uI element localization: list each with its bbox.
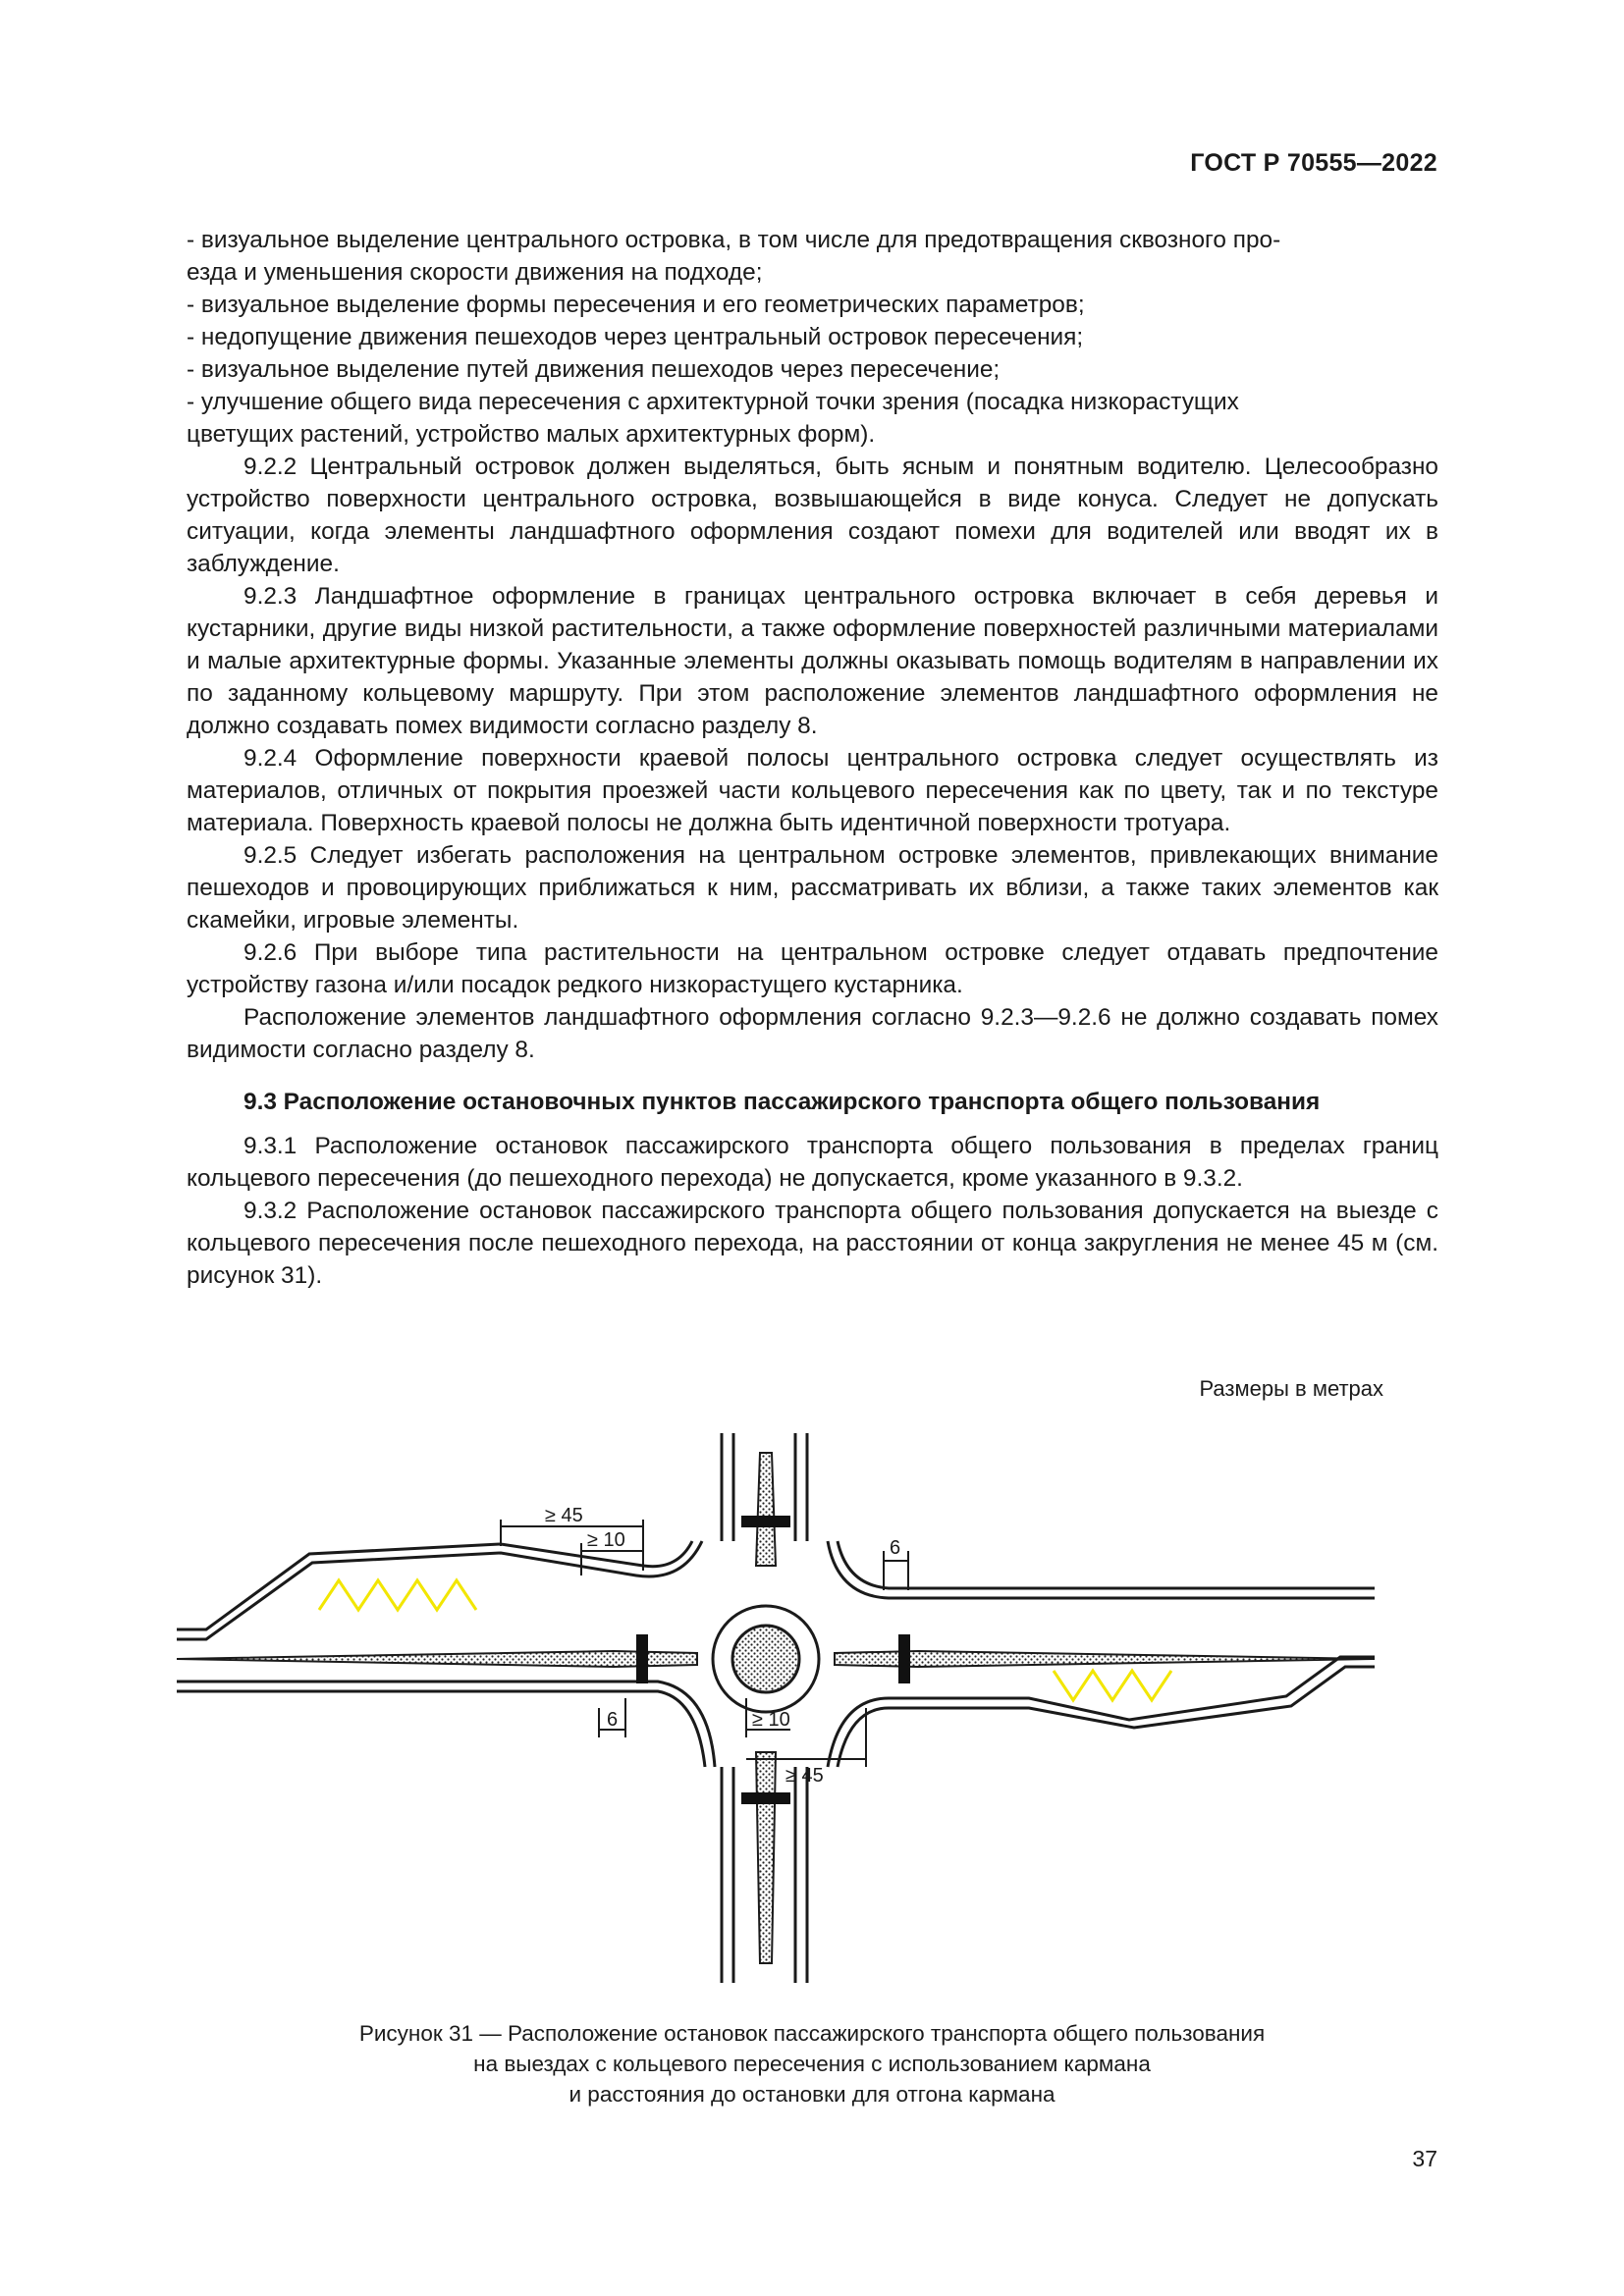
west-median xyxy=(176,1649,698,1669)
caption-line: и расстояния до остановки для отгона кар… xyxy=(568,2082,1056,2107)
east-road-bottom-inner xyxy=(826,1655,1375,1768)
dim-10-top-label: ≥ 10 xyxy=(587,1529,625,1551)
paragraph-9-2-3: 9.2.3 Ландшафтное оформление в границах … xyxy=(187,583,1438,739)
crosswalk-west xyxy=(636,1634,648,1683)
paragraph-9-2-4: 9.2.4 Оформление поверхности краевой пол… xyxy=(187,745,1438,836)
west-road-top-edge xyxy=(177,1540,694,1631)
dim-45-top-label: ≥ 45 xyxy=(545,1505,583,1526)
paragraph-9-2-6: 9.2.6 При выборе типа растительности на … xyxy=(187,939,1438,998)
west-road-top-inner xyxy=(177,1540,704,1641)
paragraph-9-2-5: 9.2.5 Следует избегать расположения на ц… xyxy=(187,842,1438,934)
dim-6-bottom-label: 6 xyxy=(607,1709,618,1731)
document-code-header: ГОСТ Р 70555—2022 xyxy=(1190,149,1437,177)
bus-stop-marking-east xyxy=(1052,1668,1173,1703)
dim-45-bottom-label: ≥ 45 xyxy=(785,1765,824,1787)
paragraph-9-2-2: 9.2.2 Центральный островок должен выделя… xyxy=(187,454,1438,577)
bus-stop-marking-west xyxy=(317,1577,478,1613)
central-island xyxy=(731,1624,801,1694)
dim-6-top-label: 6 xyxy=(890,1537,900,1559)
roundabout-diagram-svg: ≥ 45 ≥ 10 6 6 ≥ 10 ≥ 45 xyxy=(176,1433,1376,1983)
bullet-line-continuation: езда и уменьшения скорости движения на п… xyxy=(187,259,763,286)
dim-10-bottom-label: ≥ 10 xyxy=(752,1709,790,1731)
bullet-line: - улучшение общего вида пересечения с ар… xyxy=(187,389,1239,415)
bullet-line: - визуальное выделение формы пересечения… xyxy=(187,292,1085,318)
bullet-line-continuation: цветущих растений, устройство малых архи… xyxy=(187,421,876,448)
caption-line: на выездах с кольцевого пересечения с ис… xyxy=(473,2052,1151,2076)
paragraph-9-3-2: 9.3.2 Расположение остановок пассажирско… xyxy=(187,1198,1438,1289)
paragraph-landscape-note: Расположение элементов ландшафтного офор… xyxy=(187,1004,1438,1063)
main-text: - визуальное выделение центрального остр… xyxy=(187,224,1438,1292)
east-road-top-edge xyxy=(836,1540,1375,1590)
crosswalk-north xyxy=(741,1516,790,1527)
paragraph-9-3-1: 9.3.1 Расположение остановок пассажирско… xyxy=(187,1133,1438,1192)
bullet-line: - визуальное выделение центрального остр… xyxy=(187,227,1281,253)
section-heading-9-3: 9.3 Расположение остановочных пунктов па… xyxy=(244,1089,1321,1115)
page-number: 37 xyxy=(1412,2146,1437,2171)
north-median xyxy=(754,1452,778,1567)
bullet-line: - визуальное выделение путей движения пе… xyxy=(187,356,1001,383)
east-median xyxy=(834,1649,1376,1669)
figure-caption: Рисунок 31 — Расположение остановок пасс… xyxy=(0,2018,1624,2109)
central-island-ring xyxy=(711,1604,821,1714)
caption-line: Рисунок 31 — Расположение остановок пасс… xyxy=(358,2021,1266,2046)
east-road-top-inner xyxy=(826,1540,1375,1600)
roundabout-diagram: ≥ 45 ≥ 10 6 6 ≥ 10 ≥ 45 xyxy=(167,1414,1384,2002)
west-road-bottom-edge xyxy=(177,1689,707,1768)
bullet-line: - недопущение движения пешеходов через ц… xyxy=(187,324,1084,350)
east-road-bottom-edge xyxy=(836,1665,1375,1768)
south-median xyxy=(754,1751,778,1964)
crosswalk-east xyxy=(898,1634,910,1683)
crosswalk-south xyxy=(741,1792,790,1804)
west-road-bottom-inner xyxy=(177,1680,717,1768)
dimensions-note: Размеры в метрах xyxy=(1199,1376,1383,1401)
